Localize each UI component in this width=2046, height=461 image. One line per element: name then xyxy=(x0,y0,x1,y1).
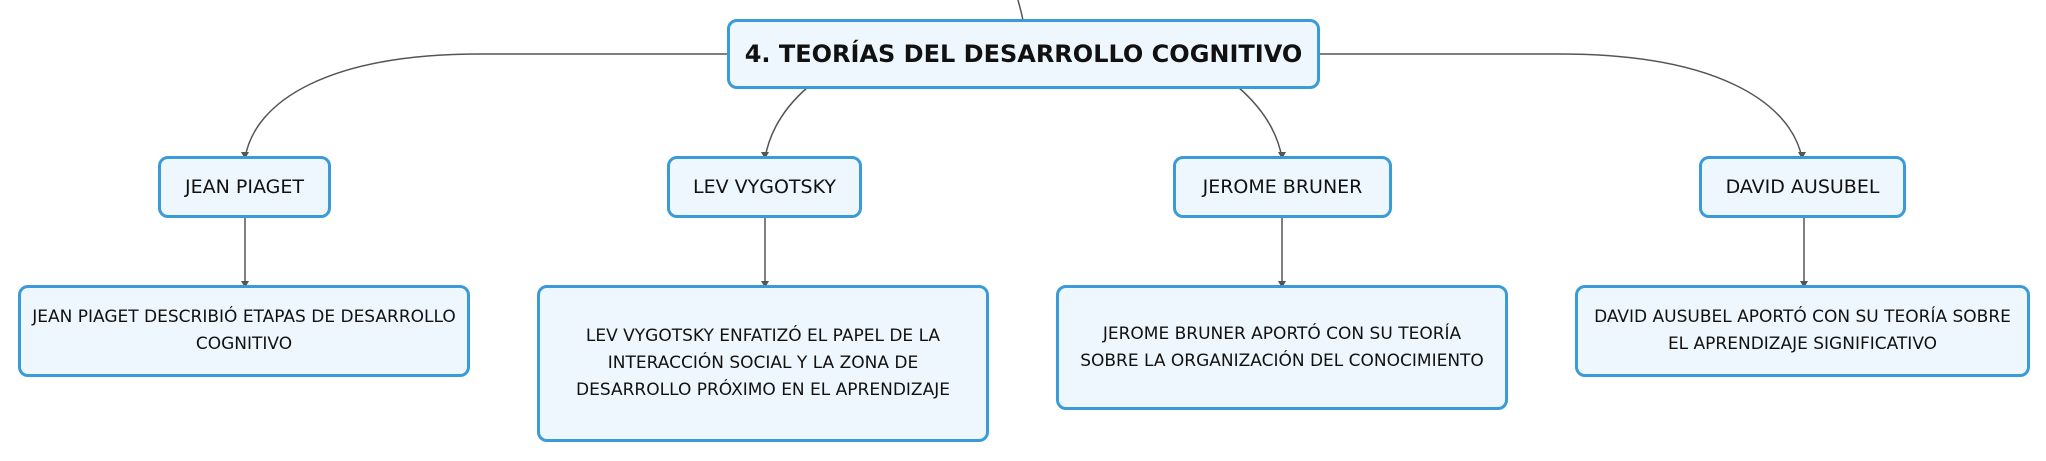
detail-text: JEAN PIAGET DESCRIBIÓ ETAPAS DE DESARROL… xyxy=(32,307,456,354)
branch-label: JEROME BRUNER xyxy=(1202,176,1363,198)
branch-node-ausubel[interactable]: DAVID AUSUBEL xyxy=(1699,156,1906,218)
branch-label: LEV VYGOTSKY xyxy=(693,176,836,198)
arrowhead-piaget xyxy=(241,152,249,159)
branch-label: DAVID AUSUBEL xyxy=(1725,176,1880,198)
root-node[interactable]: 4. TEORÍAS DEL DESARROLLO COGNITIVO xyxy=(727,19,1320,89)
detail-node-piaget[interactable]: JEAN PIAGET DESCRIBIÓ ETAPAS DE DESARROL… xyxy=(18,285,470,377)
detail-text: DAVID AUSUBEL APORTÓ CON SU TEORÍA SOBRE… xyxy=(1594,307,2011,354)
connector-root-bruner xyxy=(1237,86,1283,159)
branch-node-bruner[interactable]: JEROME BRUNER xyxy=(1173,156,1392,218)
connector-parent-top xyxy=(1017,0,1024,22)
arrowhead-bruner xyxy=(1278,152,1286,159)
arrowhead-vygotsky xyxy=(761,152,769,159)
arrowhead-bruner-detail xyxy=(1278,281,1286,288)
arrowhead-vygotsky-detail xyxy=(761,281,769,288)
root-label: 4. TEORÍAS DEL DESARROLLO COGNITIVO xyxy=(744,40,1303,68)
connector-root-vygotsky xyxy=(764,86,809,159)
detail-node-bruner[interactable]: JEROME BRUNER APORTÓ CON SU TEORÍA SOBRE… xyxy=(1056,285,1508,410)
branch-node-vygotsky[interactable]: LEV VYGOTSKY xyxy=(667,156,862,218)
branch-node-piaget[interactable]: JEAN PIAGET xyxy=(158,156,331,218)
branch-label: JEAN PIAGET xyxy=(185,176,304,198)
detail-node-ausubel[interactable]: DAVID AUSUBEL APORTÓ CON SU TEORÍA SOBRE… xyxy=(1575,285,2030,377)
detail-text: JEROME BRUNER APORTÓ CON SU TEORÍA SOBRE… xyxy=(1080,323,1484,371)
arrowhead-ausubel xyxy=(1798,152,1806,159)
detail-node-vygotsky[interactable]: LEV VYGOTSKY ENFATIZÓ EL PAPEL DE LA INT… xyxy=(537,285,989,442)
connector-root-ausubel xyxy=(1318,53,1803,159)
connector-root-piaget xyxy=(244,53,730,159)
arrowhead-ausubel-detail xyxy=(1800,281,1808,288)
detail-text: LEV VYGOTSKY ENFATIZÓ EL PAPEL DE LA INT… xyxy=(576,326,950,400)
arrowhead-piaget-detail xyxy=(241,281,249,288)
